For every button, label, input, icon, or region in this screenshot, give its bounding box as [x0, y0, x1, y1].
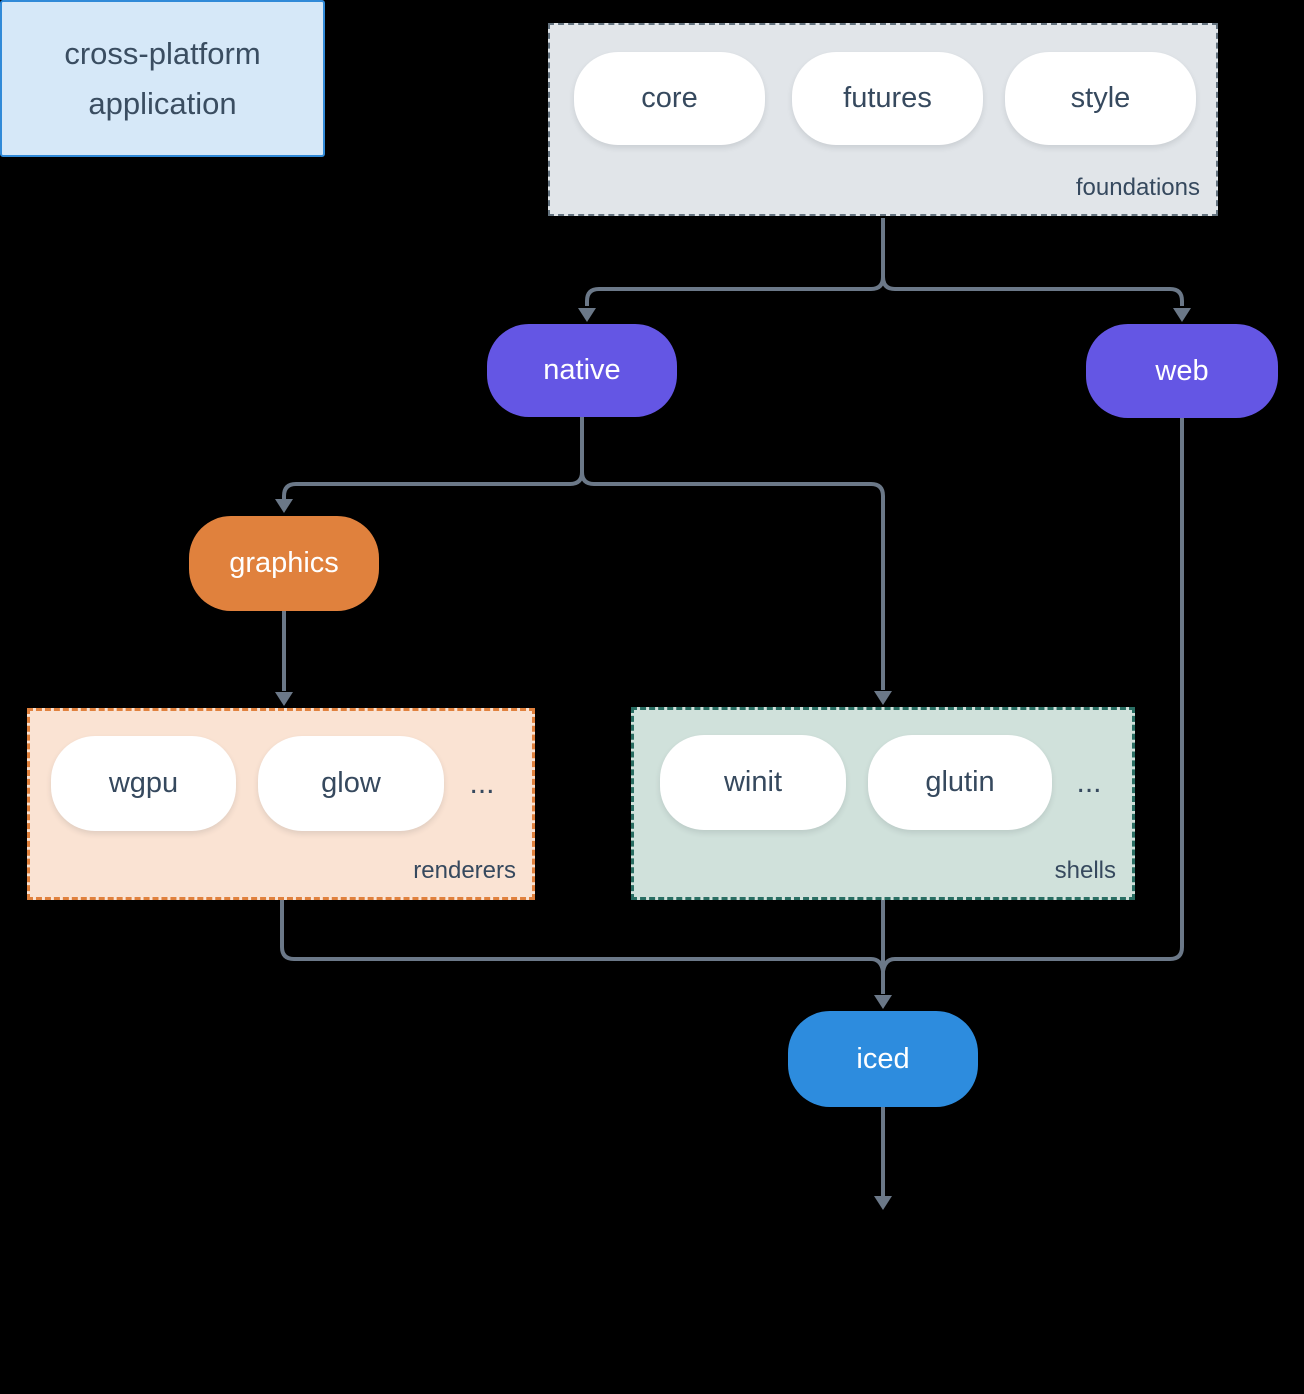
edge-web-iced — [881, 418, 1184, 972]
native-label: native — [543, 354, 621, 386]
edge-native-graphics — [282, 417, 584, 499]
shells-group: winit glutin ... shells — [631, 707, 1135, 900]
glow-label: glow — [321, 767, 381, 799]
graphics-label: graphics — [229, 547, 339, 579]
native-node: native — [487, 324, 677, 417]
wgpu-label: wgpu — [108, 767, 179, 799]
edge-renderers-iced — [280, 900, 885, 972]
arrowhead-shells — [874, 691, 892, 705]
edge-foundations-native — [585, 218, 885, 306]
application-label-line1: cross-platform — [64, 35, 261, 71]
iced-node: iced — [788, 1011, 978, 1107]
renderers-ellipsis: ... — [469, 766, 495, 800]
wgpu-node: wgpu — [51, 736, 236, 831]
renderers-group-label: renderers — [413, 857, 516, 884]
edge-foundations-web — [881, 218, 1184, 306]
glow-node: glow — [258, 736, 444, 831]
arrowhead-iced — [874, 995, 892, 1009]
winit-label: winit — [723, 766, 782, 798]
web-node: web — [1086, 324, 1278, 418]
application-node: cross-platform application — [0, 0, 325, 157]
arrowhead-native — [578, 308, 596, 322]
shells-ellipsis: ... — [1076, 765, 1102, 799]
glutin-node: glutin — [868, 735, 1052, 830]
arrowhead-renderers — [275, 692, 293, 706]
application-label-line2: application — [88, 85, 237, 121]
glutin-label: glutin — [925, 766, 995, 798]
futures-node: futures — [792, 52, 983, 145]
arrowhead-application — [874, 1196, 892, 1210]
renderers-group: wgpu glow ... renderers — [27, 708, 535, 900]
web-label: web — [1155, 354, 1209, 387]
iced-label: iced — [856, 1042, 910, 1075]
core-label: core — [641, 82, 698, 114]
core-node: core — [574, 52, 765, 145]
arrowhead-graphics — [275, 499, 293, 513]
style-node: style — [1005, 52, 1196, 145]
graphics-node: graphics — [189, 516, 379, 611]
arrowhead-web — [1173, 308, 1191, 322]
shells-group-label: shells — [1054, 857, 1116, 884]
foundations-group-label: foundations — [1075, 174, 1200, 201]
foundations-group: core futures style foundations — [548, 23, 1218, 216]
winit-node: winit — [660, 735, 846, 830]
style-label: style — [1070, 82, 1131, 114]
futures-label: futures — [843, 82, 932, 114]
edge-native-shells — [580, 417, 885, 690]
